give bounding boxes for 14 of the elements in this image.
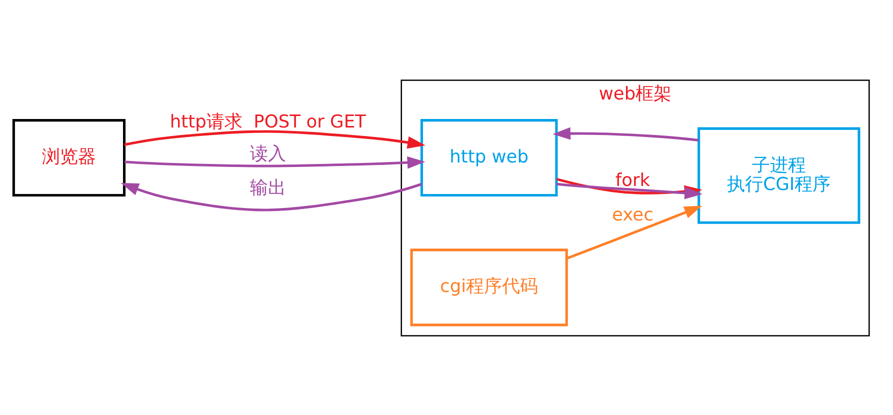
edge-label: fork <box>615 170 650 191</box>
node-box: cgi程序代码 <box>410 248 568 326</box>
arrow <box>124 156 426 168</box>
arrow <box>552 126 699 142</box>
node-box: 浏览器 <box>12 118 126 196</box>
node-box: http web <box>420 118 558 196</box>
arrow <box>124 130 426 148</box>
edge-label: 读入 <box>250 142 286 164</box>
arrow <box>120 182 422 211</box>
edge-label: 输出 <box>250 177 286 198</box>
edge-label: exec <box>612 204 654 225</box>
edge-label: http请求 POST or GET <box>170 111 366 132</box>
arrow <box>566 205 702 260</box>
node-box: 子进程 执行CGI程序 <box>698 126 860 224</box>
